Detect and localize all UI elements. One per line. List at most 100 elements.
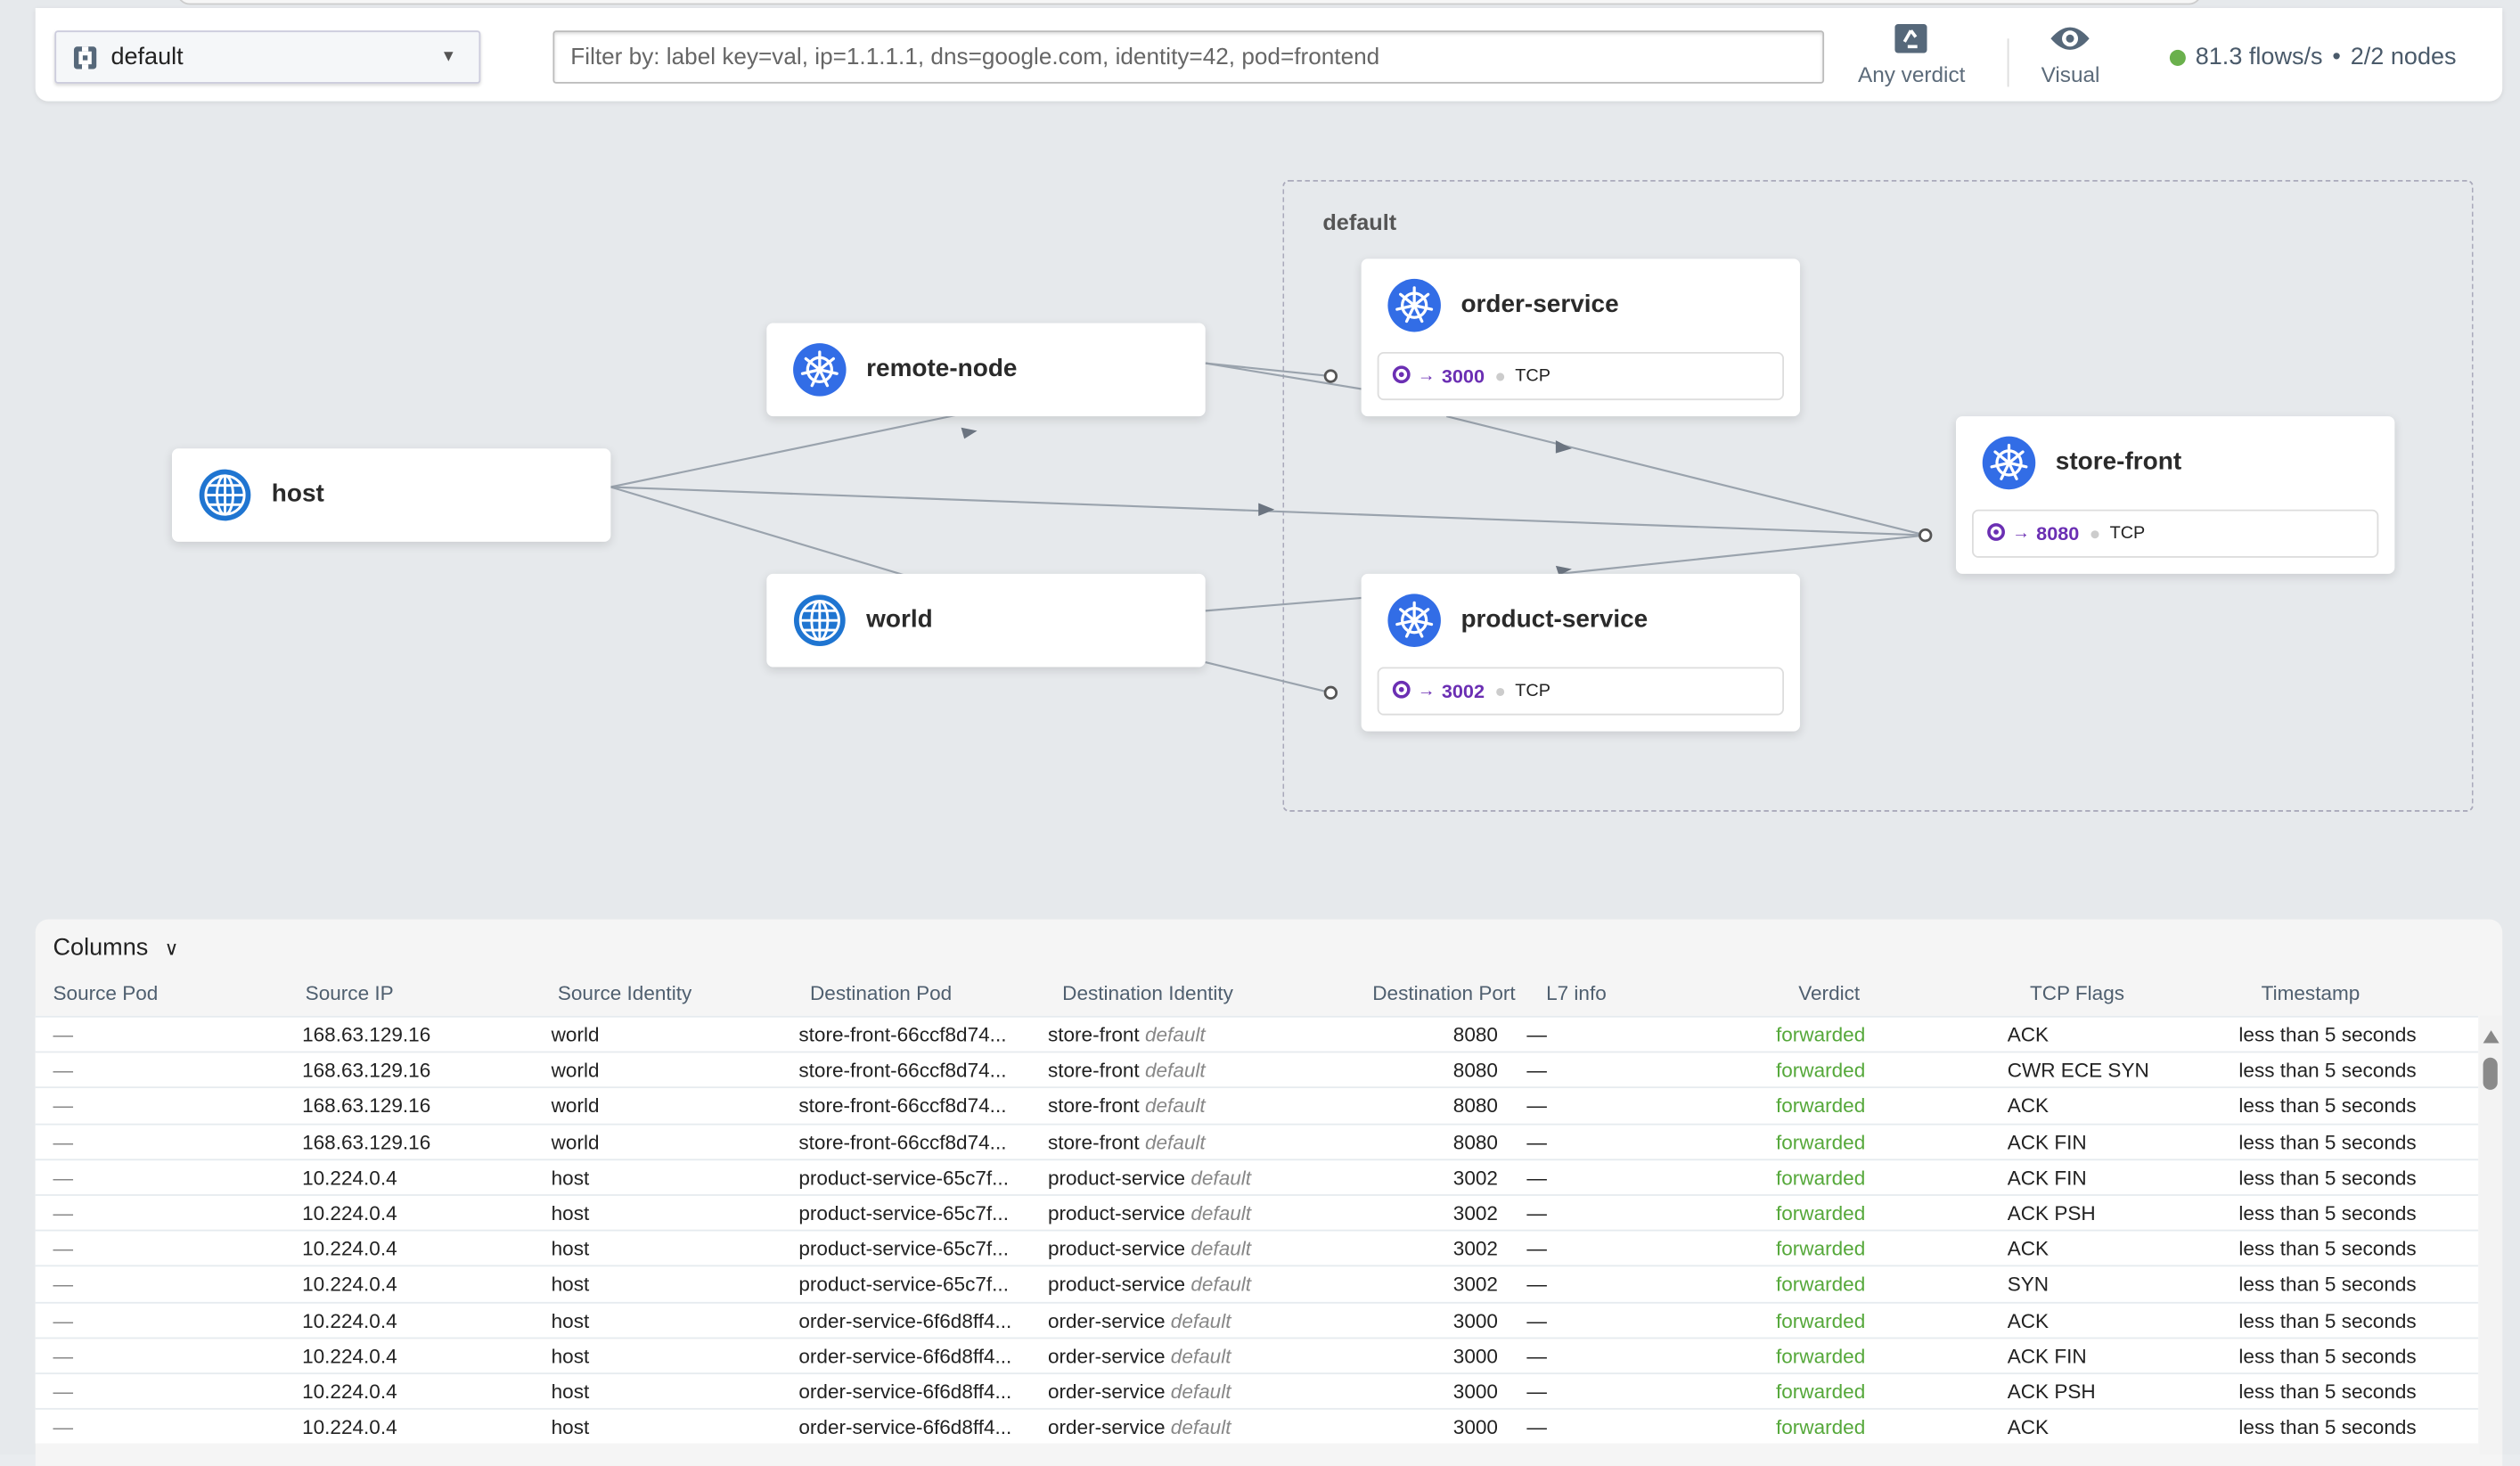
column-header[interactable]: TCP Flags <box>2029 981 2125 1005</box>
identity-name: product-service <box>1047 1237 1186 1261</box>
source-ip: 10.224.0.4 <box>302 1309 397 1332</box>
source-pod: — <box>53 1130 74 1154</box>
visual-button[interactable]: Visual <box>2041 22 2099 86</box>
identity-name: store-front <box>1047 1094 1140 1118</box>
source-ip: 10.224.0.4 <box>302 1166 397 1190</box>
identity-namespace: default <box>1190 1274 1252 1297</box>
destination-identity: store-front default <box>1048 1024 1206 1046</box>
destination-identity: order-service default <box>1048 1380 1231 1403</box>
columns-button[interactable]: Columns ∨ <box>53 934 179 962</box>
column-header[interactable]: Verdict <box>1798 981 1861 1005</box>
kubernetes-icon <box>792 342 847 397</box>
source-pod: — <box>53 1166 74 1190</box>
tcp-flags: ACK <box>2007 1416 2050 1439</box>
column-header[interactable]: Destination Pod <box>810 981 953 1005</box>
connector-dot <box>1323 685 1338 700</box>
node-name: host <box>271 480 324 508</box>
node-name: product-service <box>1460 605 1649 634</box>
protocol: TCP <box>2109 523 2146 544</box>
source-identity: world <box>551 1059 600 1083</box>
identity-namespace: default <box>1170 1309 1231 1332</box>
node-card-world[interactable]: world <box>766 573 1206 667</box>
separator-dot <box>1495 687 1504 696</box>
node-card-remote-node[interactable]: remote-node <box>766 323 1206 417</box>
verdict-icon <box>1895 24 1928 53</box>
column-header[interactable]: Destination Identity <box>1062 981 1233 1005</box>
tcp-flags: ACK FIN <box>2007 1166 2087 1190</box>
destination-identity: store-front default <box>1048 1060 1206 1082</box>
destination-port: 3002 <box>1452 1274 1498 1297</box>
separator-dot <box>2090 529 2099 538</box>
edge-order-store <box>1445 415 1926 536</box>
destination-identity: product-service default <box>1048 1274 1251 1296</box>
timestamp: less than 5 seconds <box>2238 1237 2417 1261</box>
verdict: forwarded <box>1775 1166 1866 1190</box>
connector-dot <box>1323 369 1338 383</box>
namespace-value: default <box>110 43 184 71</box>
l7-info: — <box>1526 1380 1547 1404</box>
timestamp: less than 5 seconds <box>2238 1416 2417 1439</box>
caret-down-icon: ▼ <box>440 48 457 66</box>
column-header[interactable]: Source IP <box>305 981 394 1005</box>
timestamp: less than 5 seconds <box>2238 1345 2417 1368</box>
identity-name: product-service <box>1047 1274 1186 1297</box>
column-header[interactable]: Source Identity <box>557 981 692 1005</box>
source-ip: 168.63.129.16 <box>302 1023 431 1047</box>
source-ip: 10.224.0.4 <box>302 1345 397 1368</box>
source-ip: 10.224.0.4 <box>302 1416 397 1439</box>
destination-pod: store-front-66ccf8d74... <box>798 1130 1007 1154</box>
source-identity: host <box>551 1201 590 1225</box>
protocol: TCP <box>1515 366 1550 386</box>
verdict-filter-button[interactable]: Any verdict <box>1858 22 1965 86</box>
identity-namespace: default <box>1170 1345 1231 1368</box>
namespace-select[interactable]: default ▼ <box>54 30 481 84</box>
source-ip: 10.224.0.4 <box>302 1201 397 1225</box>
scroll-up-arrow[interactable] <box>2483 1030 2500 1044</box>
scrollbar[interactable] <box>2479 1015 2503 1455</box>
l7-info: — <box>1526 1416 1547 1439</box>
chevron-down-icon: ∨ <box>164 937 179 960</box>
source-identity: host <box>551 1237 590 1261</box>
source-ip: 168.63.129.16 <box>302 1059 431 1083</box>
destination-identity: product-service default <box>1048 1167 1251 1189</box>
column-header[interactable]: Destination Port <box>1372 981 1516 1005</box>
arrow-right-icon: → <box>1417 681 1436 701</box>
verdict: forwarded <box>1775 1237 1866 1261</box>
node-name: order-service <box>1460 291 1619 319</box>
verdict: forwarded <box>1775 1416 1866 1439</box>
eye-icon <box>2050 27 2090 50</box>
identity-namespace: default <box>1144 1094 1206 1118</box>
identity-name: order-service <box>1047 1416 1166 1439</box>
column-header[interactable]: Timestamp <box>2261 981 2360 1005</box>
column-header[interactable]: L7 info <box>1546 981 1607 1005</box>
destination-port: 8080 <box>1452 1130 1498 1154</box>
l7-info: — <box>1526 1345 1547 1368</box>
scroll-thumb[interactable] <box>2483 1057 2498 1090</box>
l7-info: — <box>1526 1023 1547 1047</box>
identity-name: product-service <box>1047 1201 1186 1225</box>
filter-input[interactable] <box>552 30 1825 84</box>
node-card-host[interactable]: host <box>171 448 611 542</box>
column-header[interactable]: Source Pod <box>53 981 159 1005</box>
flow-status: 81.3 flows/s • 2/2 nodes <box>2169 44 2457 70</box>
protocol: TCP <box>1515 681 1550 701</box>
timestamp: less than 5 seconds <box>2238 1094 2417 1118</box>
source-pod: — <box>53 1059 74 1083</box>
identity-namespace: default <box>1190 1237 1252 1261</box>
